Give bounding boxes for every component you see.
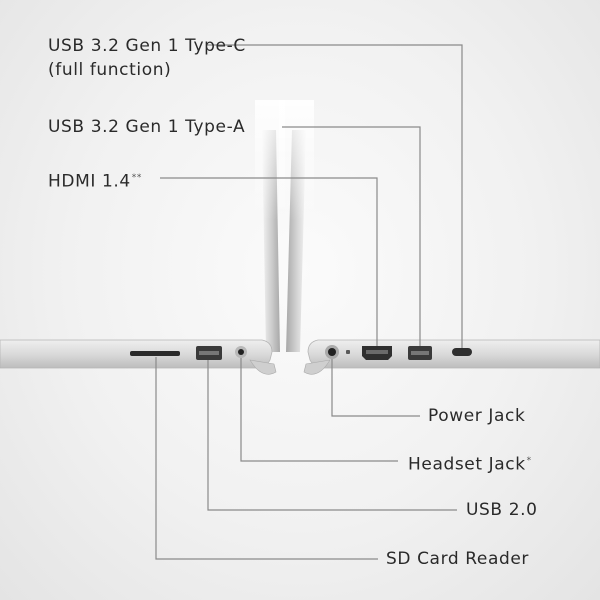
left-laptop-base [0,339,277,375]
usb-a-leader-line [282,126,421,346]
usb-c-port-icon [452,348,472,356]
sd-card-leader-line [155,357,378,560]
right-laptop-lid [279,100,314,352]
sd-card-slot-icon [130,351,180,356]
leader-lines [155,44,463,560]
power-jack-label: Power Jack [428,406,526,426]
usb-a-port-icon [408,346,432,360]
usb-a-label: USB 3.2 Gen 1 Type-A [48,117,246,137]
power-leader-line [331,359,420,417]
right-laptop-base [303,339,600,375]
usb-c-label: USB 3.2 Gen 1 Type-C (full function) [48,36,246,80]
hdmi-port-icon [362,346,392,360]
power-jack-icon [325,345,339,359]
headset-leader-line [240,358,398,462]
headset-jack-icon [235,346,247,358]
hdmi-label: HDMI 1.4** [48,171,142,192]
usb-2-port-icon [196,346,222,360]
headset-footnote: * [526,456,532,466]
usb-2-leader-line [207,360,457,511]
usb-c-leader-line [206,44,463,348]
hdmi-footnote: ** [131,173,142,183]
hdmi-leader-line [160,177,378,346]
sd-card-reader-label: SD Card Reader [386,549,530,569]
usb-2-label: USB 2.0 [466,500,538,520]
led-indicator-icon [346,350,350,354]
headset-jack-label: Headset Jack* [408,454,532,475]
